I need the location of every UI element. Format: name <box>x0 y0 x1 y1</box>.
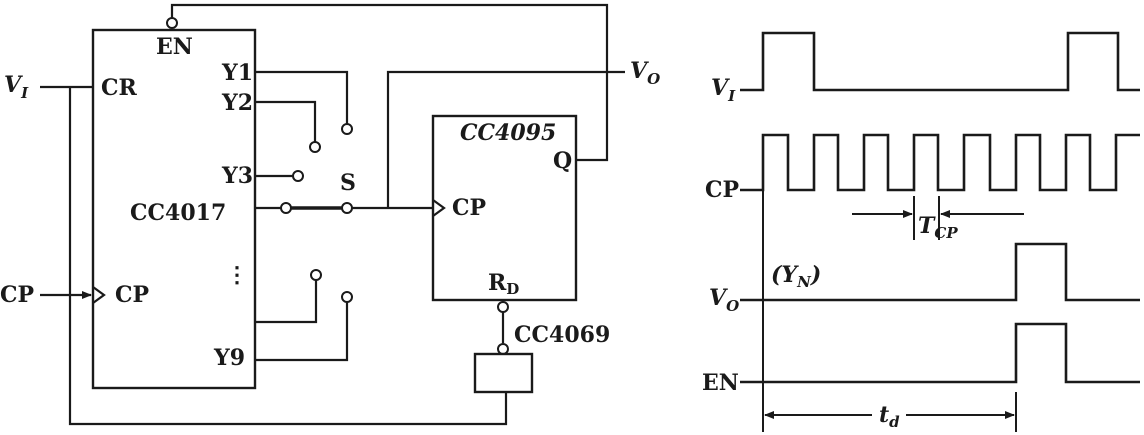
cc4095-box <box>431 114 578 302</box>
ff-clock-triangle <box>432 199 446 217</box>
switch-common-contact <box>341 202 353 214</box>
cc4095-label: CC4095 <box>460 120 556 146</box>
counter-cp-label: CP <box>115 282 149 308</box>
y1-wire <box>255 70 349 124</box>
timing-vi-label: VI <box>711 75 736 105</box>
td-label: td <box>879 402 900 431</box>
cc4017-label: CC4017 <box>130 200 226 226</box>
y2-wire <box>255 100 317 142</box>
timing-yn-label: (YN) <box>771 262 821 291</box>
y9-wire <box>255 302 349 362</box>
en-inversion-bubble <box>166 17 178 29</box>
y9-switch-contact <box>341 291 353 303</box>
cp-input-label: CP <box>0 282 34 308</box>
vi-waveform <box>740 31 1140 92</box>
y2-pin-label: Y2 <box>221 90 253 116</box>
cc4069-inverter-box <box>473 352 534 394</box>
q-pin-label: Q <box>553 148 572 174</box>
y9-pin-label: Y9 <box>213 345 245 371</box>
en-feedback-wire <box>170 3 609 162</box>
vo-output-label: VO <box>630 58 660 88</box>
y8-switch-contact <box>310 269 322 281</box>
vi-input-label: VI <box>4 72 29 102</box>
y3-switch-contact <box>292 170 304 182</box>
timing-cp-label: CP <box>705 177 739 203</box>
rd-pin-label: RD <box>488 270 519 298</box>
output-ellipsis: ⋮ <box>226 262 248 288</box>
inverter-output-bubble <box>497 343 509 355</box>
cc4069-label: CC4069 <box>514 322 610 348</box>
counter-clock-triangle <box>92 286 106 304</box>
timing-vo-label: VO <box>709 285 739 315</box>
rd-inversion-bubble <box>497 301 509 313</box>
vo-output-wire <box>386 70 625 208</box>
ff-cp-label: CP <box>452 195 486 221</box>
circuit-schematic: CC4017 EN CR VI CP CP Y1 Y2 Y3 Y9 ⋮ <box>0 3 660 426</box>
y8-wire <box>255 280 318 324</box>
en-pin-label: EN <box>156 34 193 60</box>
y3-pin-label: Y3 <box>221 163 253 189</box>
timing-en-label: EN <box>702 370 739 396</box>
y1-pin-label: Y1 <box>221 60 253 86</box>
timing-diagram: VI CP TCP VO (YN) EN td <box>702 31 1140 432</box>
y2-switch-contact <box>309 141 321 153</box>
vi-to-inverter-wire <box>68 87 508 426</box>
cp-waveform <box>740 133 1140 192</box>
y1-switch-contact <box>341 123 353 135</box>
switch-label: S <box>340 170 356 196</box>
vo-waveform <box>740 242 1140 302</box>
cr-pin-label: CR <box>101 75 138 101</box>
tcp-label: TCP <box>918 213 958 242</box>
yn-switch-contact <box>280 202 292 214</box>
en-waveform <box>740 322 1140 384</box>
